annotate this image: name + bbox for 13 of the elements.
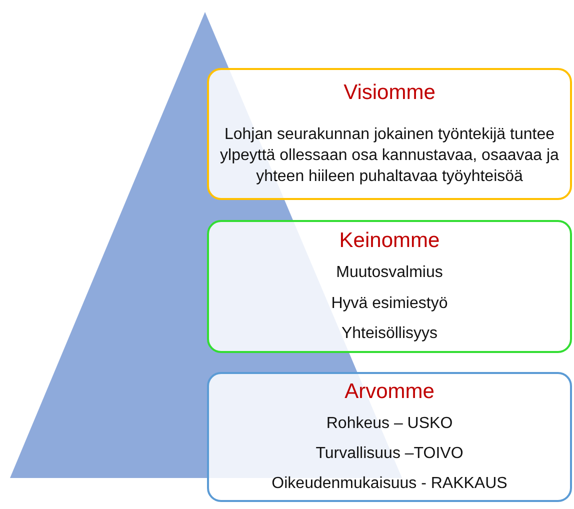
list-item: Turvallisuus –TOIVO [314, 444, 464, 464]
list-item: Yhteisöllisyys [340, 324, 439, 344]
text-card [207, 220, 572, 353]
list-item: Rohkeus – USKO [325, 414, 454, 434]
list-item: Hyvä esimiestyö [330, 294, 449, 314]
body-text: Lohjan seurakunnan jokainen työntekijä tuntee ylpeyttä ollessaan osa kannustavaa, osaavaa ja yhteen hiileen puhaltavaa työyhteisöä [219, 124, 560, 187]
list-item: Muutosvalmius [335, 263, 444, 284]
card-heading: Visiomme [342, 81, 436, 106]
text-card [207, 68, 572, 200]
card-heading: Keinomme [338, 228, 441, 253]
text-card [207, 372, 572, 502]
list-item: Oikeudenmukaisuus - RAKKAUS [270, 474, 508, 494]
card-heading: Arvomme [344, 380, 436, 404]
